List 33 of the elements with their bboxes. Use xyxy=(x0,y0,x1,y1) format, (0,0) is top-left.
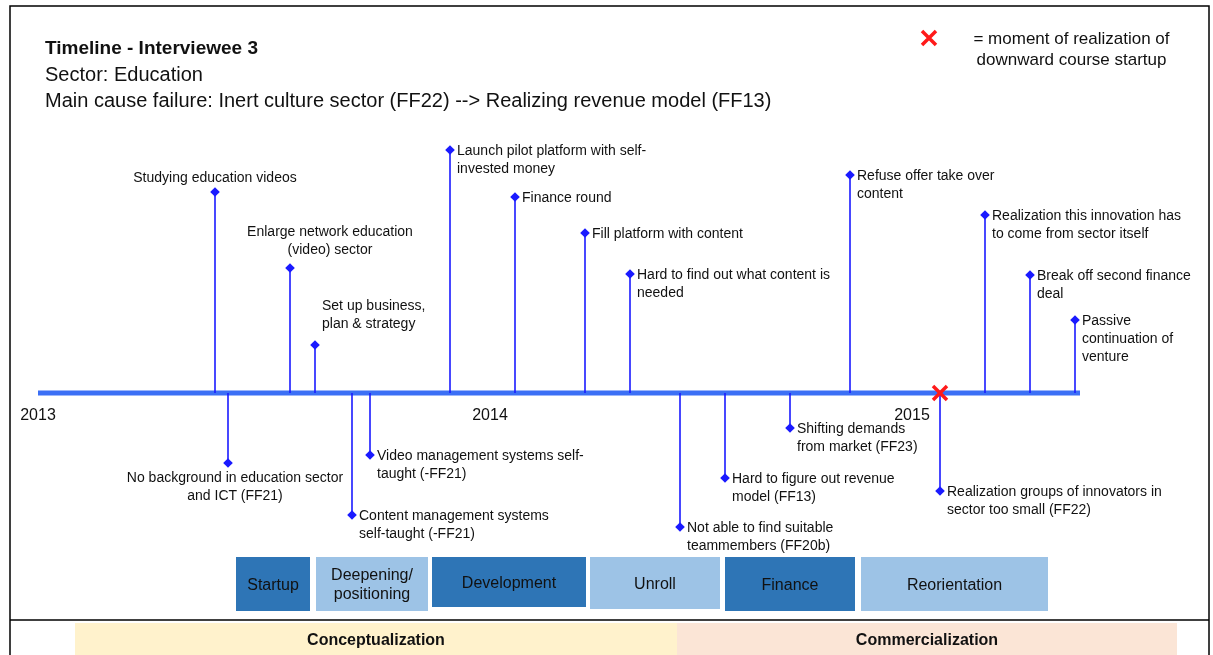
subtitle-text: Sector: Education xyxy=(45,62,204,86)
year-label: 2014 xyxy=(471,405,509,425)
event-label: Passive continuation of venture xyxy=(1082,311,1175,365)
event-label: Realization groups of innovators in sector too small (FF22) xyxy=(947,482,1163,518)
phase-box: Unroll xyxy=(590,557,720,609)
event-label: Refuse offer take over content xyxy=(857,166,996,202)
stage-band: Commercialization xyxy=(677,623,1177,655)
event-label: Enlarge network education (video) sector xyxy=(246,222,414,258)
legend-text: = moment of realization of downward course startup xyxy=(972,28,1171,70)
event-label: Content management systems self-taught (-FF21) xyxy=(359,506,550,542)
subtitle-text: Main cause failure: Inert culture sector (FF22) --> Realizing revenue model (FF13) xyxy=(45,88,773,112)
event-label: Finance round xyxy=(522,188,613,206)
event-label: Break off second finance deal xyxy=(1037,266,1192,302)
event-label: Not able to find suitable teammembers (FF20b) xyxy=(687,518,835,554)
event-label: Hard to figure out revenue model (FF13) xyxy=(732,469,896,505)
year-label: 2015 xyxy=(894,405,931,423)
year-label: 2013 xyxy=(19,405,57,425)
event-label: No background in education sector and ICT (FF21) xyxy=(125,468,345,504)
event-label: Launch pilot platform with self-invested money xyxy=(457,141,648,177)
event-label: Hard to find out what content is needed xyxy=(637,265,831,301)
title: Timeline - Interviewee 3 xyxy=(45,36,258,59)
stage-band: Conceptualization xyxy=(75,623,677,655)
event-label: Realization this innovation has to come from sector itself xyxy=(992,206,1183,242)
phase-box: Deepening/ positioning xyxy=(316,557,428,611)
phase-box: Finance xyxy=(725,557,855,611)
phase-box: Reorientation xyxy=(861,557,1048,611)
phase-box: Startup xyxy=(236,557,310,611)
event-label: Shifting demands from market (FF23) xyxy=(797,420,919,455)
event-label: Set up business, plan & strategy xyxy=(322,296,427,332)
phase-box: Development xyxy=(432,557,586,607)
event-label: Studying education videos xyxy=(132,168,298,186)
event-label: Video management systems self-taught (-FF21) xyxy=(377,446,585,482)
event-label: Fill platform with content xyxy=(592,224,744,242)
